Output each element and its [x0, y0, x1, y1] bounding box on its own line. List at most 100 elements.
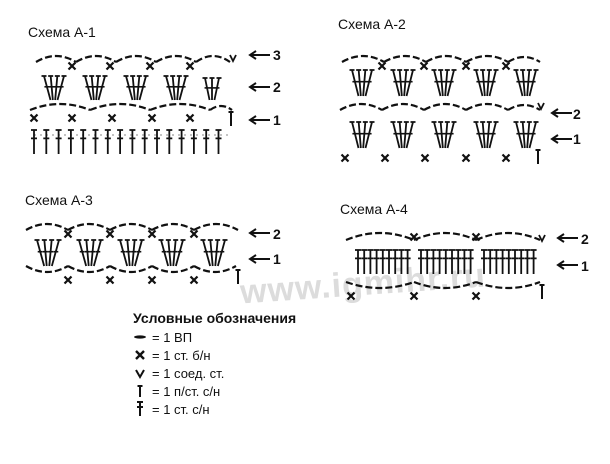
double-crochet-symbol [172, 239, 179, 267]
single-crochet-symbol [409, 291, 419, 301]
single-crochet-symbol [346, 291, 356, 301]
single-crochet-symbol [63, 275, 73, 285]
chain-arc-symbol [413, 231, 477, 242]
double-crochet-symbol [349, 121, 360, 149]
double-crochet-symbol [356, 121, 362, 149]
double-crochet-symbol [54, 75, 60, 101]
double-crochet-symbol [203, 129, 210, 154]
chain-arc-symbol [413, 280, 477, 290]
single-crochet-symbol [147, 229, 157, 239]
double-crochet-symbol [89, 75, 95, 101]
double-crochet-symbol [361, 249, 368, 274]
double-crochet-symbol [373, 249, 380, 274]
double-crochet-symbol [48, 75, 54, 101]
double-crochet-symbol [178, 75, 189, 101]
chain-arc-symbol [193, 265, 237, 274]
chain-arc-symbol [423, 102, 467, 111]
a4-row-label-1: 1 [581, 258, 589, 274]
double-crochet-symbol [349, 69, 360, 97]
vertical-bar-icon [137, 385, 143, 397]
double-crochet-symbol [80, 129, 87, 154]
scheme-a3-title: Схема А-3 [25, 192, 93, 208]
chain-arc-symbol [115, 54, 157, 63]
row-arrow-icon [248, 228, 270, 238]
single-crochet-symbol [67, 113, 77, 123]
double-crochet-symbol [170, 75, 176, 101]
single-crochet-symbol [471, 232, 481, 242]
single-crochet-symbol [185, 61, 195, 71]
double-crochet-symbol [202, 77, 211, 101]
double-crochet-symbol [438, 69, 444, 97]
double-crochet-symbol [97, 75, 108, 101]
double-crochet-symbol [138, 75, 149, 101]
double-crochet-symbol [488, 69, 499, 97]
scheme-a4-title: Схема А-4 [340, 201, 408, 217]
double-crochet-symbol [446, 121, 457, 149]
chain-arc-symbol [345, 280, 415, 290]
double-crochet-symbol [136, 75, 142, 101]
double-crochet-symbol [104, 129, 111, 154]
double-crochet-symbol [438, 121, 444, 149]
double-crochet-symbol [90, 239, 97, 267]
double-crochet-symbol [214, 239, 221, 267]
row-arrow-icon [550, 134, 572, 144]
a3-row-label-1: 1 [273, 251, 281, 267]
double-crochet-symbol [92, 239, 104, 267]
double-crochet-symbol [216, 239, 228, 267]
double-crochet-symbol [41, 239, 48, 267]
chain-arc-symbol [383, 54, 427, 63]
a2-row-label-2: 2 [573, 106, 581, 122]
double-crochet-symbol [436, 249, 443, 274]
single-crochet-symbol [147, 275, 157, 285]
double-crochet-symbol [473, 121, 484, 149]
row-arrow-icon [248, 82, 270, 92]
chain-arc-symbol [341, 54, 385, 63]
chain-arc-symbol [381, 102, 425, 111]
double-crochet-symbol [467, 249, 474, 274]
double-crochet-symbol [207, 239, 214, 267]
chain-arc-symbol [149, 102, 211, 112]
chain-arc-symbol [151, 265, 195, 274]
double-crochet-symbol [141, 129, 148, 154]
double-crochet-symbol [130, 75, 136, 101]
chain-arc-symbol [465, 102, 509, 111]
double-crochet-symbol [124, 239, 131, 267]
double-crochet-symbol [31, 129, 37, 154]
double-crochet-symbol [133, 239, 145, 267]
single-crochet-symbol [145, 61, 155, 71]
single-crochet-symbol [461, 61, 471, 71]
double-crochet-symbol [117, 129, 124, 154]
single-crochet-symbol [107, 113, 117, 123]
legend: Условные обозначения = 1 ВП = 1 ст. б/н … [133, 310, 296, 418]
legend-item-slip-stitch: = 1 соед. ст. [133, 364, 296, 382]
double-crochet-symbol [50, 239, 62, 267]
a2-row-label-1: 1 [573, 131, 581, 147]
chain-arc-symbol [195, 54, 231, 63]
double-crochet-symbol [174, 239, 186, 267]
double-crochet-symbol [442, 249, 449, 274]
double-crochet-symbol [530, 249, 537, 274]
double-crochet-symbol [67, 129, 74, 154]
row-arrow-icon [550, 108, 572, 118]
scheme-a2-title: Схема А-2 [338, 16, 406, 32]
double-crochet-symbol [390, 69, 401, 97]
a1-row-label-2: 2 [273, 79, 281, 95]
double-crochet-symbol [505, 249, 512, 274]
double-crochet-symbol [397, 69, 403, 97]
double-crochet-symbol [480, 69, 486, 97]
double-crochet-symbol [528, 121, 539, 149]
double-crochet-symbol [48, 239, 55, 267]
double-crochet-symbol [117, 239, 129, 267]
double-crochet-symbol [487, 249, 494, 274]
half-double-crochet-symbol [535, 149, 541, 164]
chain-arc-symbol [475, 280, 541, 290]
row-arrow-icon [556, 233, 578, 243]
double-crochet-symbol [166, 129, 173, 154]
double-crochet-symbol [430, 249, 437, 274]
single-crochet-symbol [189, 229, 199, 239]
single-crochet-symbol [501, 61, 511, 71]
double-crochet-symbol [386, 249, 392, 274]
v-mark-icon [135, 369, 145, 380]
single-crochet-symbol [501, 153, 511, 163]
single-crochet-symbol [419, 61, 429, 71]
